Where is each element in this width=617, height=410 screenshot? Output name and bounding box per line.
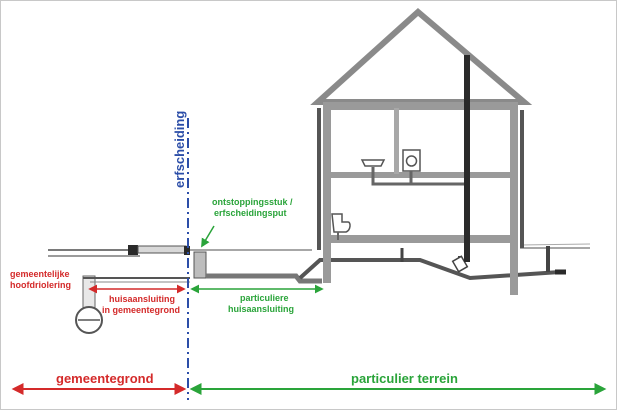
ontstopping-pointer [201,225,215,248]
inspection-pit [193,251,207,279]
particuliere-label-line1: particuliere [240,293,289,303]
private-drain-pipe [206,246,566,284]
erfscheiding-label: erfscheiding [172,111,187,188]
particuliere-label-line2: huisaansluiting [228,304,294,314]
house [310,8,533,295]
huisaansluiting-gemeente-label-line1: huisaansluiting [109,294,175,304]
huisaansluiting-gemeente-label-line2: in gemeentegrond [102,305,180,315]
hoofdriolering-label-line2: hoofdriolering [10,280,71,290]
gemeentegrond-label: gemeentegrond [56,371,154,386]
street-pipe [128,245,190,255]
ontstopping-label-line1: ontstoppingsstuk / [212,197,293,207]
particulier-terrein-label: particulier terrein [351,371,458,386]
ontstopping-label-line2: erfscheidingsput [214,208,287,218]
hoofdriolering-label-line1: gemeentelijke [10,269,70,279]
main-sewer-pipe [75,275,190,334]
